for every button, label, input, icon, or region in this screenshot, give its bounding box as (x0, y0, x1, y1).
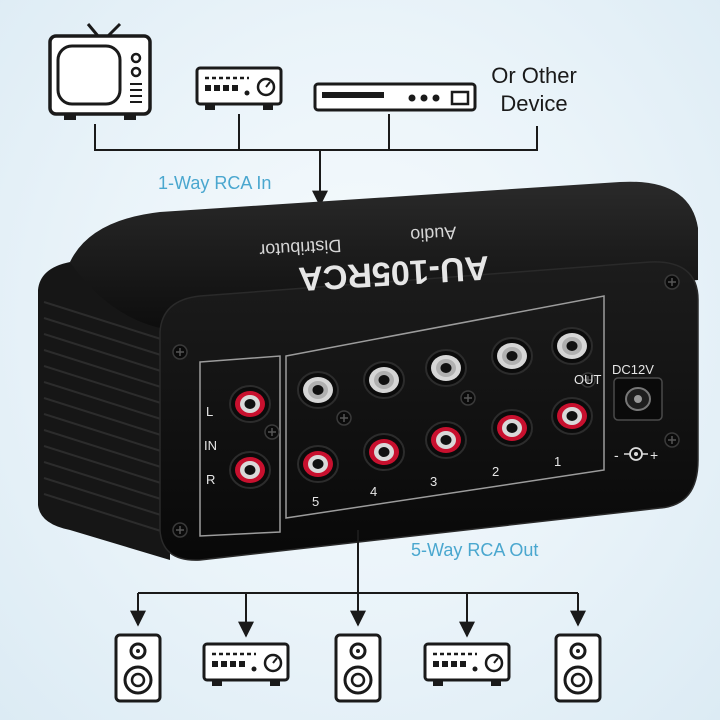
speaker-icon (334, 633, 382, 703)
channel-label: 2 (492, 464, 499, 479)
speaker-icon (554, 633, 602, 703)
dvd-player-icon (313, 82, 477, 112)
output-wiring (130, 530, 586, 638)
input-label: IN (204, 438, 217, 453)
input-caption: 1-Way RCA In (158, 173, 272, 193)
tv-icon (48, 22, 152, 120)
channel-label: 4 (370, 484, 377, 499)
output-label: OUT (574, 372, 602, 387)
polarity-negative: - (614, 447, 619, 463)
amplifier-icon (202, 642, 290, 688)
input-right-label: R (206, 472, 215, 487)
other-device-label: Or Other Device (491, 63, 577, 116)
channel-label: 3 (430, 474, 437, 489)
device-line-audio: Audio (410, 223, 457, 246)
power-label: DC12V (612, 362, 654, 377)
polarity-positive: + (650, 447, 658, 463)
amplifier-icon (423, 642, 511, 688)
output-caption: 5-Way RCA Out (411, 540, 539, 560)
audio-distributor-device: AU-105RCA Audio Distributor L IN R OUT D… (38, 181, 699, 561)
channel-label: 5 (312, 494, 319, 509)
input-wiring (94, 114, 538, 207)
channel-label: 1 (554, 454, 561, 469)
device-line-distributor: Distributor (259, 236, 342, 261)
amplifier-icon (195, 66, 283, 112)
input-left-label: L (206, 404, 213, 419)
speaker-icon (114, 633, 162, 703)
